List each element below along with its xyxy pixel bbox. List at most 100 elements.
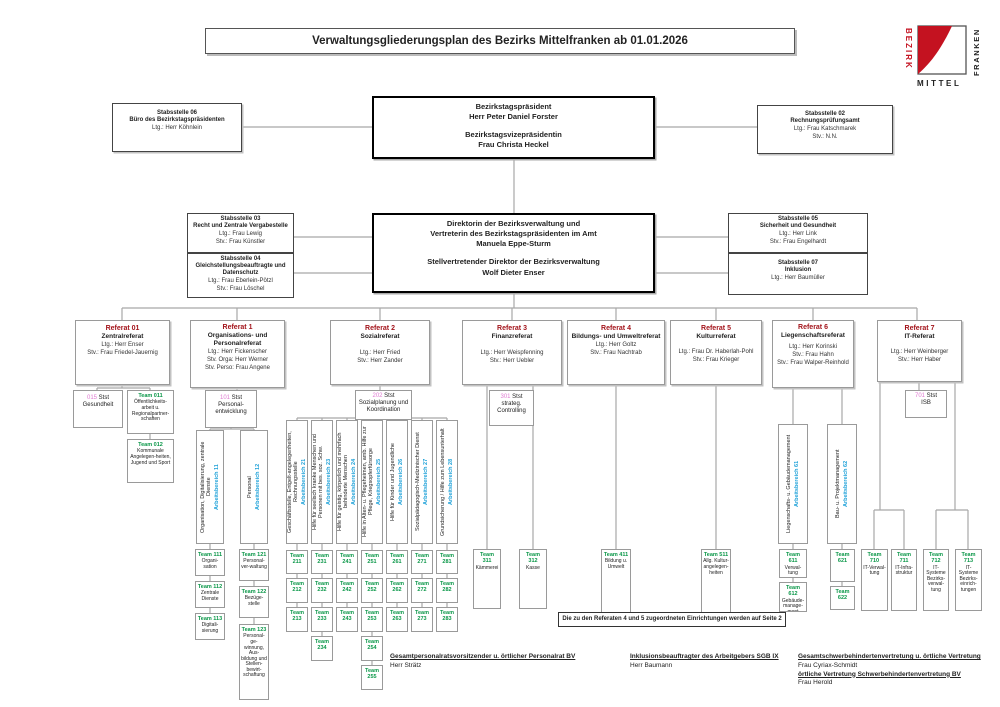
team-242-label: Team 242 [340, 581, 354, 594]
director-name: Manuela Eppe-Sturm [476, 239, 551, 249]
arbeitsbereich-27-box: Arbeitsbereich 27 Sozialpädagogisch-Medi… [411, 420, 433, 544]
logo-text-mittel: MITTEL [917, 79, 961, 88]
team-121-desc: Personal-ver-waltung [241, 558, 267, 570]
team-211-box: Team 211 [286, 550, 308, 574]
team-711-label: Team 711 [897, 552, 911, 565]
stst-701-desc: ISB [921, 400, 931, 407]
referat-5-number: Referat 5 [701, 325, 731, 332]
referat-3-deputy: Stv.: Herr Uebler [489, 357, 535, 364]
arbeitsbereich-24-label: Arbeitsbereich 24 [350, 458, 357, 506]
team-122-desc: Bezüge-stelle [244, 595, 264, 607]
referat-01-name: Zentralreferat [101, 333, 144, 341]
stabsstelle-03-leader: Ltg.: Frau Lewig [218, 231, 263, 238]
team-232-box: Team 232 [311, 578, 333, 603]
arbeitsbereich-62-desc: Bau- u. Projektmanagement [835, 449, 842, 519]
team-012-box: Team 012 Kommunale Angelegen-heiten, Jug… [127, 439, 174, 483]
team-123-label: Team 123 [241, 627, 267, 633]
stabsstelle-03-box: Stabsstelle 03 Recht und Zentrale Vergab… [187, 213, 294, 253]
stabsstelle-02-box: Stabsstelle 02 Rechnungsprüfungsamt Ltg.… [757, 105, 893, 154]
team-241-box: Team 241 [336, 550, 358, 574]
team-254-label: Team 254 [365, 639, 379, 652]
referat-7-number: Referat 7 [904, 325, 935, 332]
referat-5-box: Referat 5 Kulturreferat Ltg.: Frau Dr. H… [670, 320, 762, 385]
arbeitsbereich-28-desc: Grundsicherung / Hilfe zum Lebensunterha… [440, 428, 447, 536]
team-211-label: Team 211 [290, 553, 304, 566]
stabsstelle-02-leader: Ltg.: Frau Katschmarek [793, 126, 857, 133]
team-263-label: Team 263 [390, 610, 404, 623]
stst-101-desc: Personal-entwicklung [215, 402, 247, 416]
team-112-box: Team 112 Zentrale Dienste [195, 581, 225, 608]
team-411-desc: Bildung u. Umwelt [604, 558, 628, 570]
arbeitsbereich-26-label: Arbeitsbereich 26 [397, 458, 404, 506]
team-411-label: Team 411 [603, 552, 629, 558]
team-710-desc: IT-Verwal-tung [863, 564, 886, 577]
referat-3-number: Referat 3 [497, 325, 527, 332]
logo-text-bezirk: BEZIRK [904, 28, 913, 70]
team-011-box: Team 011 Öffentlichkeits-arbeit u. Regio… [127, 390, 174, 434]
stabsstelle-06-number: Stabsstelle 06 [156, 110, 198, 116]
referat-3-name: Finanzreferat [491, 333, 533, 341]
stabsstelle-04-deputy: Stv.: Frau Löschel [216, 286, 265, 293]
team-713-box: Team 713 IT-Systeme Bezirks-einrich-tung… [955, 549, 982, 611]
arbeitsbereich-23-label: Arbeitsbereich 23 [325, 458, 332, 506]
team-233-box: Team 233 [311, 607, 333, 632]
stabsstelle-04-box: Stabsstelle 04 Gleichstellungsbeauftragt… [187, 253, 294, 298]
referat-6-leader: Ltg.: Herr Korinski [788, 343, 837, 350]
team-511-label: Team 511 [703, 552, 729, 558]
referat-4-box: Referat 4 Bildungs- und Umweltreferat Lt… [567, 320, 665, 385]
stst-101-number: 101 [219, 395, 230, 401]
team-212-label: Team 212 [290, 581, 304, 594]
team-311-desc: Kämmerei [475, 564, 499, 571]
referat-2-name: Sozialreferat [360, 333, 400, 341]
team-271-box: Team 271 [411, 550, 433, 574]
team-252-box: Team 252 [361, 578, 383, 603]
arbeitsbereich-12-desc: Personal [247, 476, 254, 498]
deputy-director-name: Wolf Dieter Enser [482, 267, 545, 277]
footer-sbv-title-2: örtliche Vertretung Schwerbehindertenver… [798, 670, 961, 678]
team-254-box: Team 254 [361, 636, 383, 661]
team-622-label: Team 622 [835, 589, 850, 602]
team-231-label: Team 231 [315, 553, 329, 566]
referat-01-deputy: Stv.: Frau Friedel-Jauernig [87, 349, 158, 356]
referat-1-number: Referat 1 [222, 324, 253, 331]
arbeitsbereich-27-desc: Sozialpädagogisch-Medizinischer Dienst [415, 432, 422, 532]
team-011-desc: Öffentlichkeits-arbeit u. Regionalpartne… [131, 399, 170, 423]
footer-inklusion-title: Inklusionsbeauftragter des Arbeitgebers … [630, 653, 779, 660]
referat-4-number: Referat 4 [601, 325, 631, 332]
arbeitsbereich-28-box: Arbeitsbereich 28 Grundsicherung / Hilfe… [436, 420, 458, 544]
team-711-box: Team 711 IT-Infra-struktur [891, 549, 917, 611]
team-611-label: Team 611 [786, 552, 800, 565]
arbeitsbereich-24-desc: Hilfe für geistig, körperlich und mehrfa… [337, 432, 350, 532]
footer-sbv-title: Gesamtschwerbehindertenvertretung u. ört… [798, 653, 981, 660]
team-255-box: Team 255 [361, 665, 383, 690]
arbeitsbereich-28-label: Arbeitsbereich 28 [447, 458, 454, 506]
team-242-box: Team 242 [336, 578, 358, 603]
arbeitsbereich-26-desc: Hilfe für Kinder und Jugendliche [390, 443, 397, 521]
team-012-desc: Kommunale Angelegen-heiten, Jugend und S… [130, 448, 171, 466]
team-253-label: Team 253 [365, 610, 379, 623]
stst-202-tag: Stst [384, 393, 395, 399]
referat-6-deputy-2: Stv.: Frau Walper-Reinhold [777, 360, 849, 367]
stabsstelle-06-name: Büro des Bezirkstagspräsidenten [129, 117, 225, 124]
team-111-box: Team 111 Organi-sation [195, 549, 225, 576]
director-box: Direktorin der Bezirksverwaltung und Ver… [372, 213, 655, 293]
referat-2-deputy: Stv.: Herr Zander [357, 357, 403, 364]
stabsstelle-05-box: Stabsstelle 05 Sicherheit und Gesundheit… [728, 213, 868, 253]
referat-7-deputy: Stv.: Herr Haber [898, 356, 941, 363]
team-263-box: Team 263 [386, 607, 408, 632]
stabsstelle-05-number: Stabsstelle 05 [777, 216, 819, 222]
footer-sbv-name: Frau Cyriax-Schmidt [798, 661, 858, 669]
referat-1-box: Referat 1 Organisations- und Personalref… [190, 320, 285, 388]
referat-5-deputy: Stv.: Frau Krieger [692, 356, 740, 363]
team-234-label: Team 234 [315, 639, 329, 652]
stst-015-tag: Stst [98, 395, 110, 401]
logo-red-wedge [918, 26, 952, 74]
stabsstelle-06-leader: Ltg.: Herr Köhnlein [151, 125, 203, 132]
team-311-box: Team 311 Kämmerei [473, 549, 501, 609]
team-011-label: Team 011 [138, 393, 163, 399]
team-113-desc: Digitali-sierung [201, 622, 219, 634]
team-251-box: Team 251 [361, 550, 383, 574]
arbeitsbereich-12-box: Arbeitsbereich 12 Personal [240, 430, 268, 544]
referat-01-box: Referat 01 Zentralreferat Ltg.: Herr Ens… [75, 320, 170, 385]
stst-202-box: 202 Stst Sozialplanung und Koordination [355, 390, 412, 420]
